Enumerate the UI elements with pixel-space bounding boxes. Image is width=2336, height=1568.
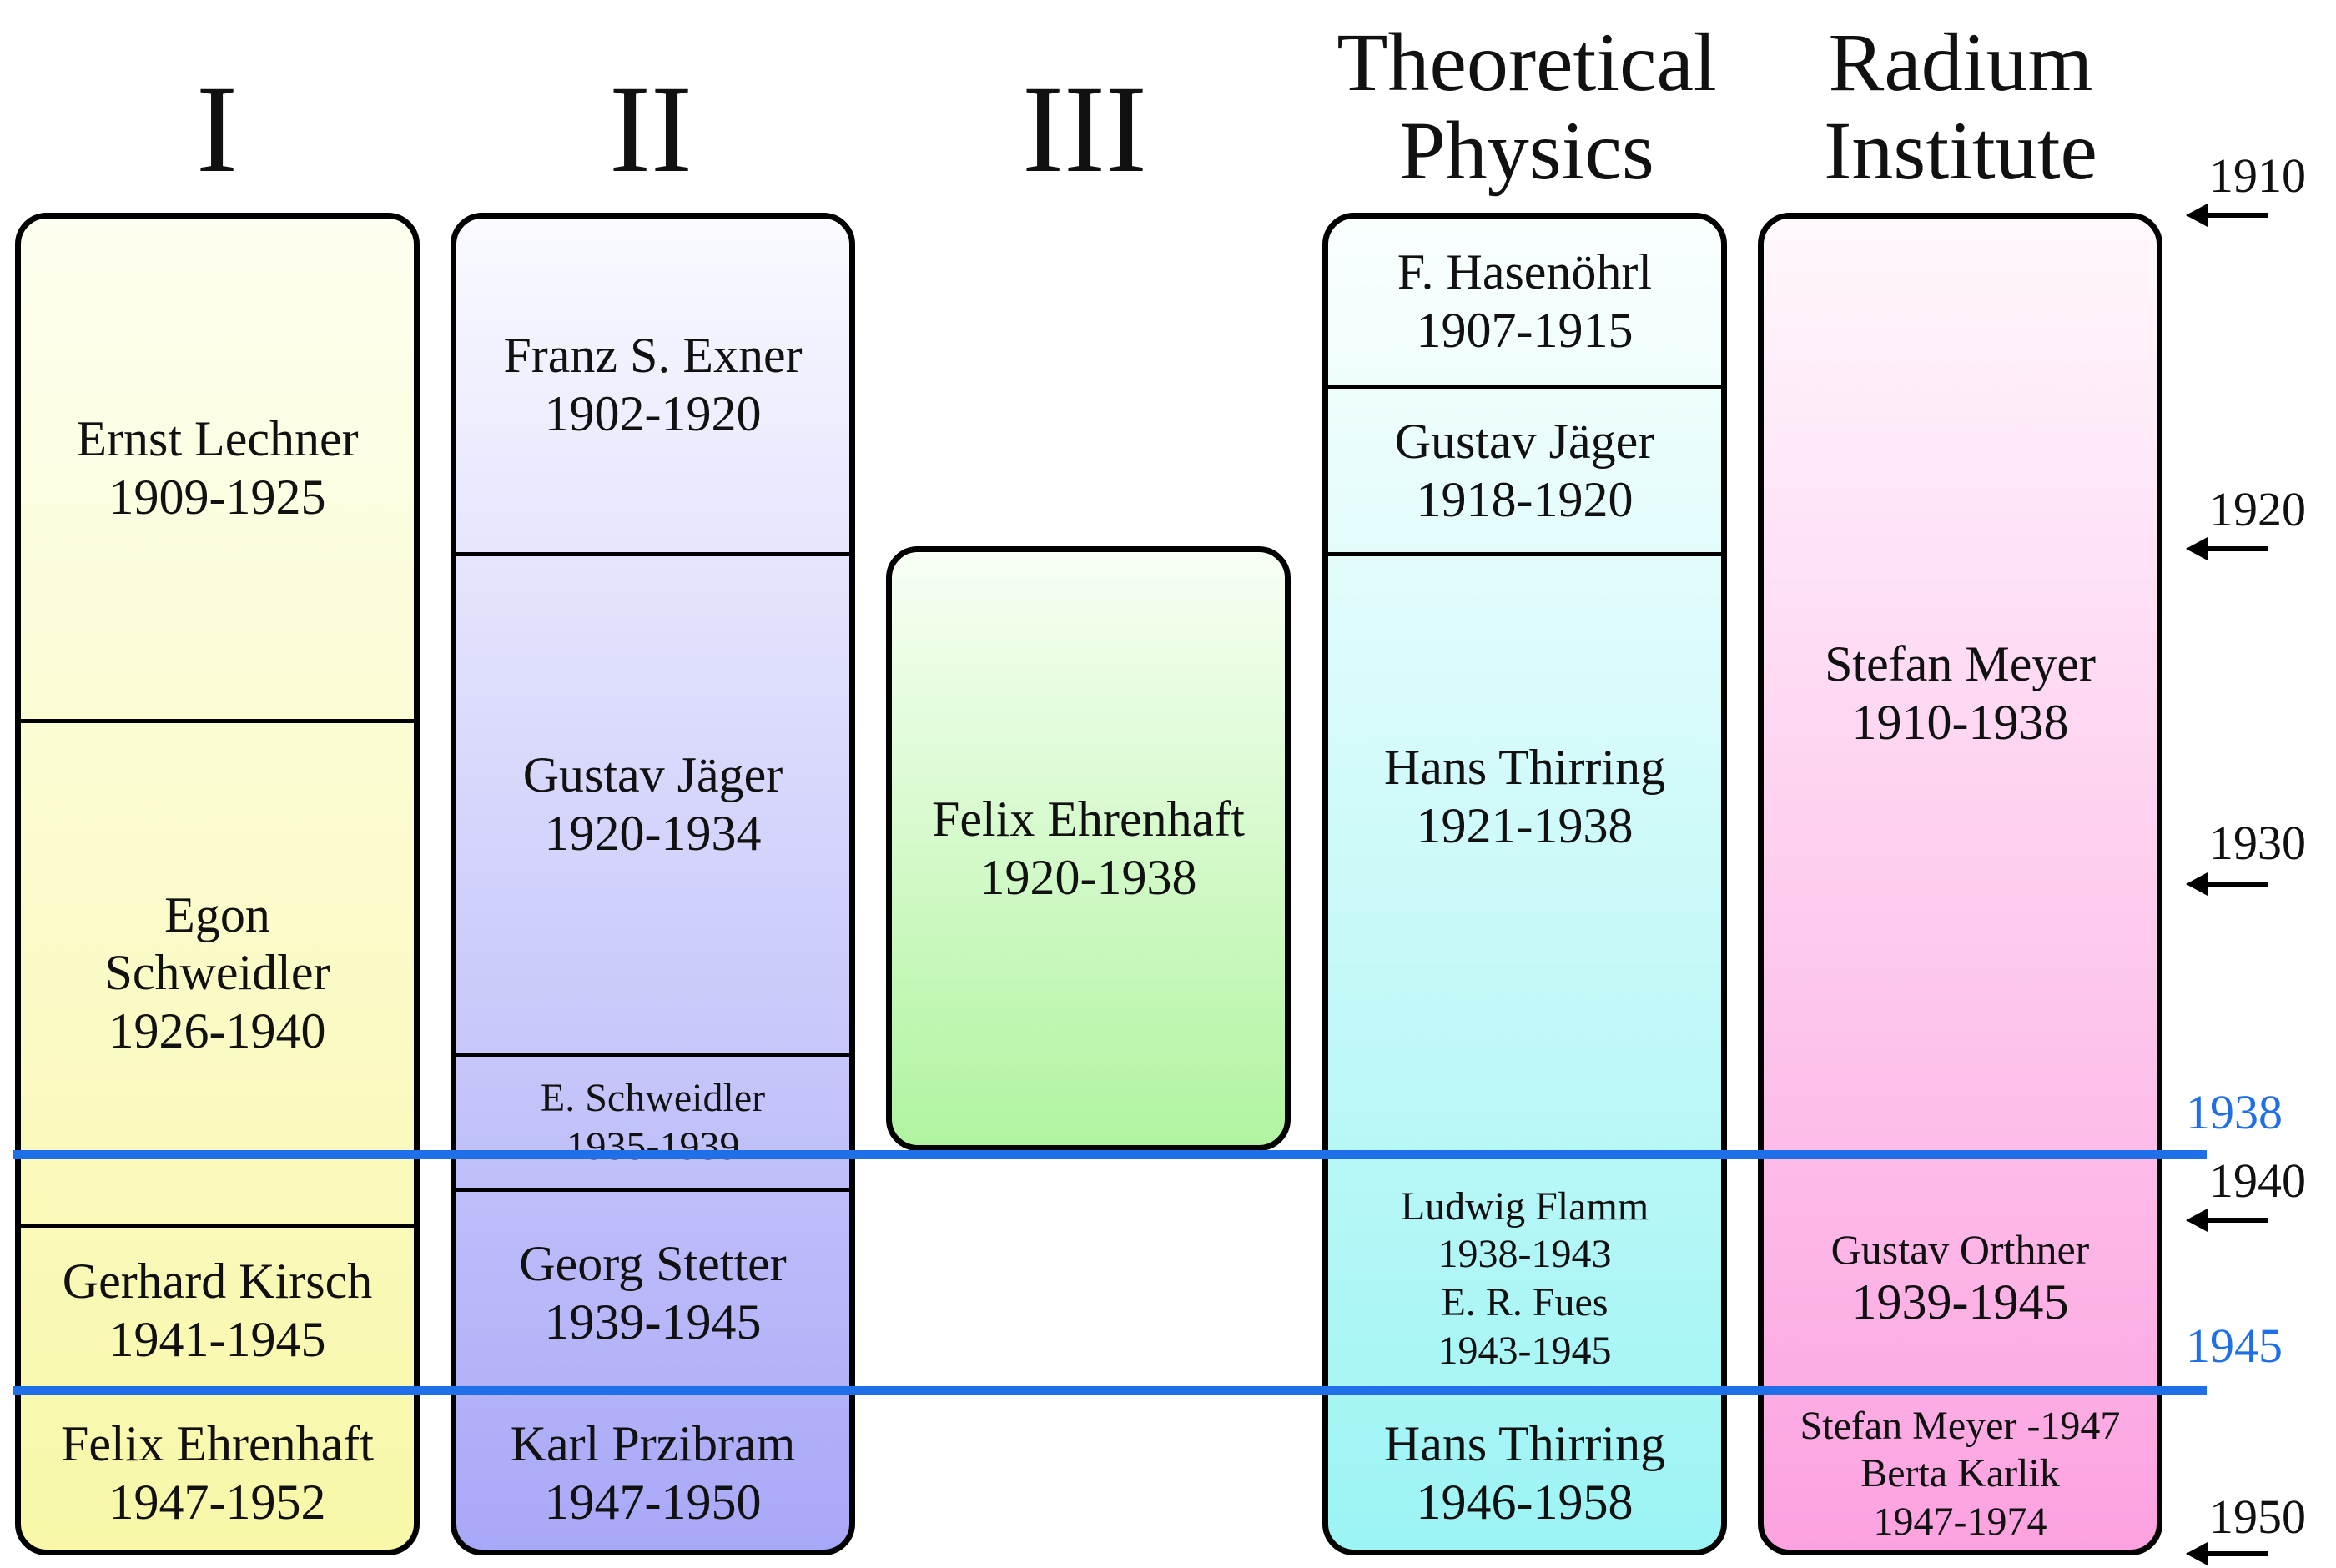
person-years: 1910-1938 [1851,694,2069,750]
person-years: 1926-1940 [108,1003,326,1058]
segment-felix-ehrenhaft: Felix Ehrenhaft 1947-1952 [21,1395,414,1550]
person-name: Schweidler [104,945,330,1001]
column-II: Franz S. Exner 1902-1920 Gustav Jäger 19… [451,213,855,1555]
column-radium-institute: Stefan Meyer 1910-1938 Gustav Orthner 19… [1758,213,2162,1555]
person-years: 1909-1925 [108,470,326,525]
person-years: 1935-1939 [566,1123,740,1168]
person-years: 1921-1938 [1416,798,1634,853]
person-years: 1902-1920 [544,386,762,441]
person-name: Ernst Lechner [76,411,359,467]
arrow-left-icon [2186,1209,2268,1232]
segment-stefan-meyer: Stefan Meyer 1910-1938 [1764,636,2157,969]
column-title-III: III [1022,60,1147,199]
person-years: 1918-1920 [1416,471,1634,527]
segment-gerhard-kirsch: Gerhard Kirsch 1941-1945 [21,1224,414,1395]
column-title-II: II [609,60,692,199]
person-name: Stefan Meyer -1947 [1800,1403,2121,1448]
column-title-I: I [196,60,238,199]
arrow-left-icon [2186,204,2268,227]
segment-hans-thirring: Hans Thirring 1946-1958 [1328,1395,1721,1550]
title-line-1: Theoretical [1337,16,1717,108]
person-name: Berta Karlik [1860,1451,2060,1496]
person-years: 1939-1945 [544,1294,762,1349]
title-line-2: Institute [1824,104,2097,197]
segment-hans-thirring: Hans Thirring 1921-1938 [1328,552,1721,1038]
person-name: Gustav Jäger [1394,413,1655,469]
person-name: Hans Thirring [1383,1416,1666,1472]
marker-label-1945: 1945 [2186,1319,2283,1373]
person-years: 1941-1945 [108,1312,326,1367]
person-name: F. Hasenöhrl [1397,244,1653,300]
year-label-1940: 1940 [2209,1153,2306,1208]
person-years: 1946-1958 [1416,1475,1634,1530]
person-name: Karl Przibram [510,1416,796,1472]
person-name: Felix Ehrenhaft [61,1416,374,1472]
person-name: Ludwig Flamm [1400,1184,1649,1229]
title-line-1: Radium [1828,16,2093,108]
person-years: 1947-1952 [108,1475,326,1530]
marker-line-1945 [13,1386,2207,1395]
segment-gustav-jaeger: Gustav Jäger 1920-1934 [456,552,849,1053]
person-name: Hans Thirring [1383,740,1666,796]
column-I: Ernst Lechner 1909-1925 Egon Schweidler … [15,213,420,1555]
year-label-1910: 1910 [2209,148,2306,203]
column-title-theoretical-physics: Theoretical Physics [1301,18,1752,195]
person-years: 1938-1943 [1437,1232,1612,1277]
person-name: Stefan Meyer [1825,636,2096,691]
segment-gustav-jaeger: Gustav Jäger 1918-1920 [1328,385,1721,552]
column-III: Felix Ehrenhaft 1920-1938 [886,546,1291,1151]
person-years: 1907-1915 [1416,303,1634,358]
person-name: Felix Ehrenhaft [932,791,1245,847]
segment-karl-przibram: Karl Przibram 1947-1950 [456,1395,849,1550]
arrow-left-icon [2186,1542,2268,1565]
person-years: 1947-1950 [544,1475,762,1530]
segment-egon-schweidler: Egon Schweidler 1926-1940 [21,719,414,1224]
year-label-1920: 1920 [2209,482,2306,536]
person-years: 1947-1974 [1873,1499,2047,1544]
person-name: Gustav Orthner [1830,1226,2090,1274]
year-label-1950: 1950 [2209,1490,2306,1544]
year-label-1930: 1930 [2209,816,2306,870]
column-theoretical-physics: F. Hasenöhrl 1907-1915 Gustav Jäger 1918… [1322,213,1727,1555]
person-name: Georg Stetter [519,1235,787,1291]
segment-flamm-fues: Ludwig Flamm 1938-1943 E. R. Fues 1943-1… [1328,1169,1721,1388]
person-years: 1920-1938 [979,849,1197,905]
marker-label-1938: 1938 [2186,1085,2283,1139]
marker-line-1938 [13,1150,2207,1159]
segment-franz-exner: Franz S. Exner 1902-1920 [456,219,849,552]
person-years: 1943-1945 [1437,1328,1612,1373]
person-years: 1939-1945 [1851,1274,2069,1330]
segment-felix-ehrenhaft: Felix Ehrenhaft 1920-1938 [892,552,1285,1145]
arrow-left-icon [2186,537,2268,560]
person-name: Gustav Jäger [522,746,783,802]
segment-f-hasenoehrl: F. Hasenöhrl 1907-1915 [1328,219,1721,385]
person-name: Franz S. Exner [503,328,803,384]
arrow-left-icon [2186,872,2268,896]
segment-meyer-karlik: Stefan Meyer -1947 Berta Karlik 1947-197… [1764,1395,2157,1550]
person-name: E. Schweidler [540,1075,766,1120]
person-name: Egon [164,887,270,942]
person-years: 1920-1934 [544,805,762,861]
column-title-radium-institute: Radium Institute [1752,18,2169,195]
segment-gustav-orthner: Gustav Orthner 1939-1945 [1764,1169,2157,1388]
segment-georg-stetter: Georg Stetter 1939-1945 [456,1188,849,1395]
person-name: E. R. Fues [1441,1280,1609,1324]
title-line-2: Physics [1399,104,1654,197]
segment-ernst-lechner: Ernst Lechner 1909-1925 [21,219,414,719]
person-name: Gerhard Kirsch [62,1254,373,1309]
segment-e-schweidler: E. Schweidler 1935-1939 [456,1053,849,1188]
